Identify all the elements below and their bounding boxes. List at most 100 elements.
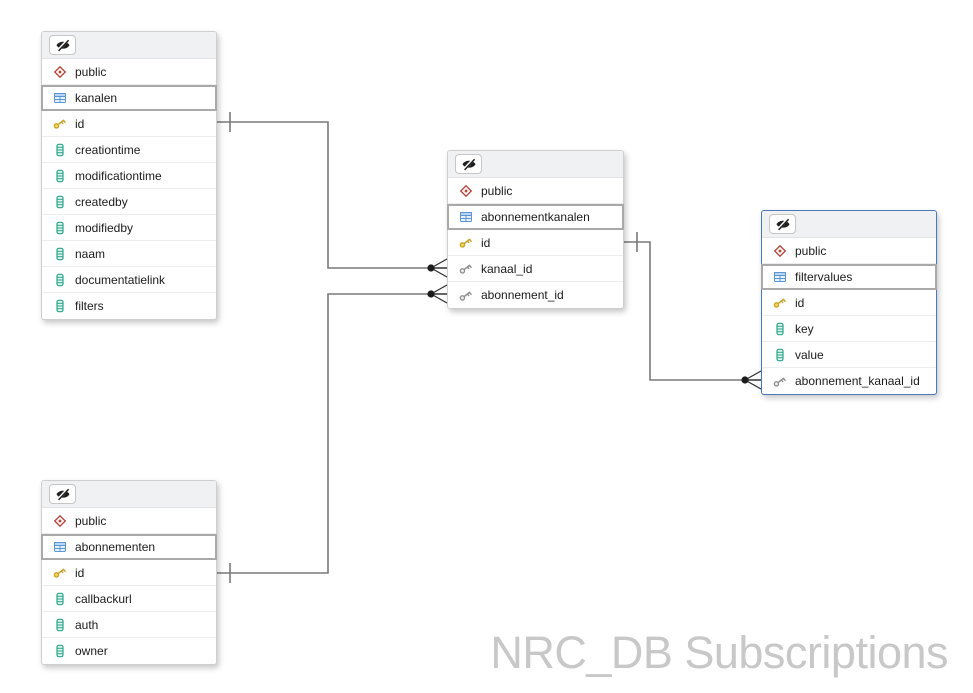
row-label: public bbox=[75, 64, 107, 79]
relationship-abonnementen.id-abonnementkanalen.abonnement_id[interactable] bbox=[215, 284, 448, 583]
entity-row[interactable]: id bbox=[42, 111, 216, 137]
relationship-abonnementkanalen.id-filtervalues.abonnement_kanaal_id[interactable] bbox=[622, 232, 762, 390]
row-label: callbackurl bbox=[75, 591, 132, 606]
row-label: id bbox=[795, 295, 805, 310]
entity-row[interactable]: kanaal_id bbox=[448, 256, 623, 282]
entity-row[interactable]: createdby bbox=[42, 189, 216, 215]
entity-row[interactable]: value bbox=[762, 342, 936, 368]
entity-row[interactable]: modifiedby bbox=[42, 215, 216, 241]
schema-icon bbox=[52, 513, 67, 528]
foreign-key-icon bbox=[458, 288, 473, 303]
entity-header[interactable] bbox=[448, 151, 623, 178]
row-label: id bbox=[481, 235, 491, 250]
entity-row[interactable]: modificationtime bbox=[42, 163, 216, 189]
entity-name-row[interactable]: abonnementen bbox=[41, 534, 217, 560]
column-icon bbox=[52, 299, 67, 314]
entity-name-row[interactable]: filtervalues bbox=[761, 264, 937, 290]
primary-key-icon bbox=[52, 116, 67, 131]
entity-row[interactable]: auth bbox=[42, 612, 216, 638]
row-label: owner bbox=[75, 644, 108, 658]
row-label: value bbox=[795, 347, 824, 362]
row-label: filtervalues bbox=[795, 270, 853, 284]
entity-row[interactable]: public bbox=[448, 178, 623, 204]
eye-off-icon bbox=[55, 38, 71, 52]
row-label: modificationtime bbox=[75, 168, 162, 183]
schema-icon bbox=[458, 183, 473, 198]
primary-key-icon bbox=[52, 565, 67, 580]
entity-name-row[interactable]: kanalen bbox=[41, 85, 217, 111]
entity-row[interactable]: public bbox=[42, 59, 216, 85]
row-label: documentatielink bbox=[75, 272, 166, 287]
entity-header[interactable] bbox=[42, 32, 216, 59]
visibility-toggle-button[interactable] bbox=[49, 484, 76, 504]
row-label: abonnementen bbox=[75, 540, 156, 554]
entity-row[interactable]: id bbox=[42, 560, 216, 586]
entity-row[interactable]: abonnement_id bbox=[448, 282, 623, 308]
row-label: public bbox=[481, 183, 513, 198]
entity-row[interactable]: key bbox=[762, 316, 936, 342]
entity-name-row[interactable]: abonnementkanalen bbox=[447, 204, 624, 230]
relationship-kanalen.id-abonnementkanalen.kanaal_id[interactable] bbox=[215, 112, 448, 278]
table-icon bbox=[52, 91, 67, 106]
column-icon bbox=[52, 246, 67, 261]
entity-row[interactable]: public bbox=[42, 508, 216, 534]
column-icon bbox=[52, 591, 67, 606]
entity-row[interactable]: documentatielink bbox=[42, 267, 216, 293]
visibility-toggle-button[interactable] bbox=[455, 154, 482, 174]
entity-row[interactable]: naam bbox=[42, 241, 216, 267]
entity-row[interactable]: creationtime bbox=[42, 137, 216, 163]
row-label: createdby bbox=[75, 194, 128, 209]
column-icon bbox=[52, 220, 67, 235]
column-icon bbox=[52, 272, 67, 287]
entity-row[interactable]: filters bbox=[42, 293, 216, 319]
entity-row[interactable]: callbackurl bbox=[42, 586, 216, 612]
entity-header[interactable] bbox=[762, 211, 936, 238]
column-icon bbox=[52, 194, 67, 209]
foreign-key-icon bbox=[772, 374, 787, 389]
column-icon bbox=[772, 347, 787, 362]
table-icon bbox=[458, 210, 473, 225]
eye-off-icon bbox=[775, 217, 791, 231]
row-label: kanaal_id bbox=[481, 261, 533, 276]
column-icon bbox=[52, 168, 67, 183]
row-label: kanalen bbox=[75, 91, 118, 105]
primary-key-icon bbox=[772, 295, 787, 310]
entity-row[interactable]: id bbox=[762, 290, 936, 316]
visibility-toggle-button[interactable] bbox=[769, 214, 796, 234]
row-label: auth bbox=[75, 617, 99, 632]
entity-row[interactable]: public bbox=[762, 238, 936, 264]
entity-abonnementen[interactable]: public abonnementen id callbackurl auth owner bbox=[41, 480, 217, 665]
row-label: modifiedby bbox=[75, 220, 134, 235]
entity-filtervalues[interactable]: public filtervalues id key value abonnement_k… bbox=[761, 210, 937, 395]
visibility-toggle-button[interactable] bbox=[49, 35, 76, 55]
table-icon bbox=[52, 540, 67, 555]
entity-row[interactable]: owner bbox=[42, 638, 216, 664]
schema-icon bbox=[52, 64, 67, 79]
column-icon bbox=[52, 644, 67, 659]
column-icon bbox=[52, 142, 67, 157]
row-label: key bbox=[795, 321, 814, 336]
entity-row[interactable]: id bbox=[448, 230, 623, 256]
eye-off-icon bbox=[461, 157, 477, 171]
row-label: creationtime bbox=[75, 142, 141, 157]
primary-key-icon bbox=[458, 235, 473, 250]
row-label: public bbox=[75, 513, 107, 528]
table-icon bbox=[772, 270, 787, 285]
entity-kanalen[interactable]: public kanalen id creationtime modificationt… bbox=[41, 31, 217, 320]
row-label: abonnement_id bbox=[481, 288, 564, 302]
eye-off-icon bbox=[55, 487, 71, 501]
entity-row[interactable]: abonnement_kanaal_id bbox=[762, 368, 936, 394]
row-label: public bbox=[795, 243, 827, 258]
foreign-key-icon bbox=[458, 261, 473, 276]
diagram-watermark: NRC_DB Subscriptions bbox=[490, 627, 948, 678]
row-label: id bbox=[75, 116, 85, 131]
column-icon bbox=[52, 617, 67, 632]
row-label: naam bbox=[75, 246, 106, 261]
entity-header[interactable] bbox=[42, 481, 216, 508]
row-label: id bbox=[75, 565, 85, 580]
row-label: abonnementkanalen bbox=[481, 210, 590, 224]
row-label: filters bbox=[75, 299, 104, 313]
